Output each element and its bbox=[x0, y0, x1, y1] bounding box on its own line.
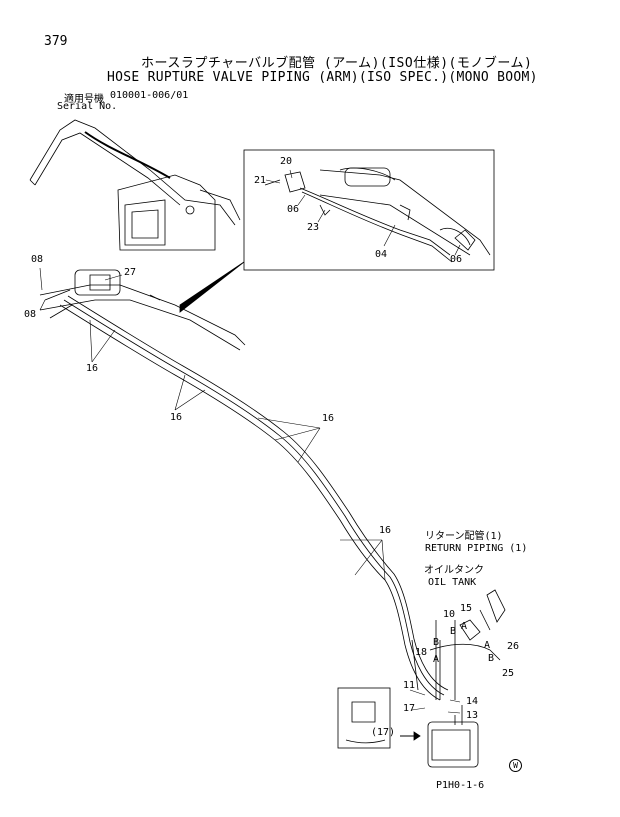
callout-17-ref: (17) bbox=[371, 727, 396, 738]
callout-10: 10 bbox=[443, 609, 456, 620]
figure-code: P1H0-1-6 bbox=[436, 780, 485, 791]
page-number: 379 bbox=[44, 34, 68, 49]
callout-13: 13 bbox=[466, 710, 479, 721]
callout-16-a: 16 bbox=[86, 363, 99, 374]
corner-mark: W bbox=[509, 759, 522, 772]
callout-b-2: B bbox=[488, 653, 495, 664]
valve-thumbnail-detail bbox=[345, 701, 421, 744]
callout-08-bottom: 08 bbox=[24, 309, 37, 320]
leader-lines bbox=[39, 169, 461, 714]
callout-14: 14 bbox=[466, 696, 479, 707]
callout-06-inset-bottom: 06 bbox=[450, 254, 463, 265]
inset-pointer bbox=[179, 261, 245, 313]
callout-21: 21 bbox=[254, 175, 267, 186]
callout-a-2: A bbox=[484, 640, 491, 651]
callout-15: 15 bbox=[460, 603, 473, 614]
callout-a-1: A bbox=[461, 621, 468, 632]
callout-17: 17 bbox=[403, 703, 416, 714]
callout-16-b: 16 bbox=[170, 412, 183, 423]
callout-b-1: B bbox=[450, 626, 457, 637]
callout-08-top: 08 bbox=[31, 254, 44, 265]
inset-arm-detail bbox=[264, 167, 491, 263]
callout-11: 11 bbox=[403, 680, 416, 691]
callout-26: 26 bbox=[507, 641, 520, 652]
rupture-valve-assembly bbox=[427, 589, 506, 768]
excavator-outline bbox=[29, 119, 241, 251]
callout-23: 23 bbox=[307, 222, 320, 233]
callout-25: 25 bbox=[502, 668, 515, 679]
serial-number-range: 010001-006/01 bbox=[110, 90, 189, 101]
callout-27: 27 bbox=[124, 267, 137, 278]
title-japanese: ホースラプチャーバルブ配管 (アーム)(ISO仕様)(モノブーム) bbox=[141, 56, 533, 71]
title-english: HOSE RUPTURE VALVE PIPING (ARM)(ISO SPEC… bbox=[107, 70, 538, 85]
callout-20: 20 bbox=[280, 156, 293, 167]
arm-piping bbox=[39, 269, 246, 351]
callout-b-3: B bbox=[433, 637, 440, 648]
valve-thumbnail-box bbox=[337, 687, 391, 749]
callout-18: 18 bbox=[415, 647, 428, 658]
serial-label-english: Serial No. bbox=[57, 101, 118, 112]
oil-tank-en: OIL TANK bbox=[428, 577, 477, 588]
detail-inset-box bbox=[243, 149, 495, 271]
callout-16-c: 16 bbox=[322, 413, 335, 424]
callout-a-3: A bbox=[433, 654, 440, 665]
serial-label-japanese: 適用号機 bbox=[64, 94, 104, 105]
return-piping-en: RETURN PIPING (1) bbox=[425, 543, 528, 554]
return-piping-jp: リターン配管(1) bbox=[425, 531, 503, 542]
callout-16-d: 16 bbox=[379, 525, 392, 536]
oil-tank-jp: オイルタンク bbox=[424, 565, 484, 576]
callout-04: 04 bbox=[375, 249, 388, 260]
callout-06-inset-top: 06 bbox=[287, 204, 300, 215]
hose-run bbox=[59, 295, 449, 701]
